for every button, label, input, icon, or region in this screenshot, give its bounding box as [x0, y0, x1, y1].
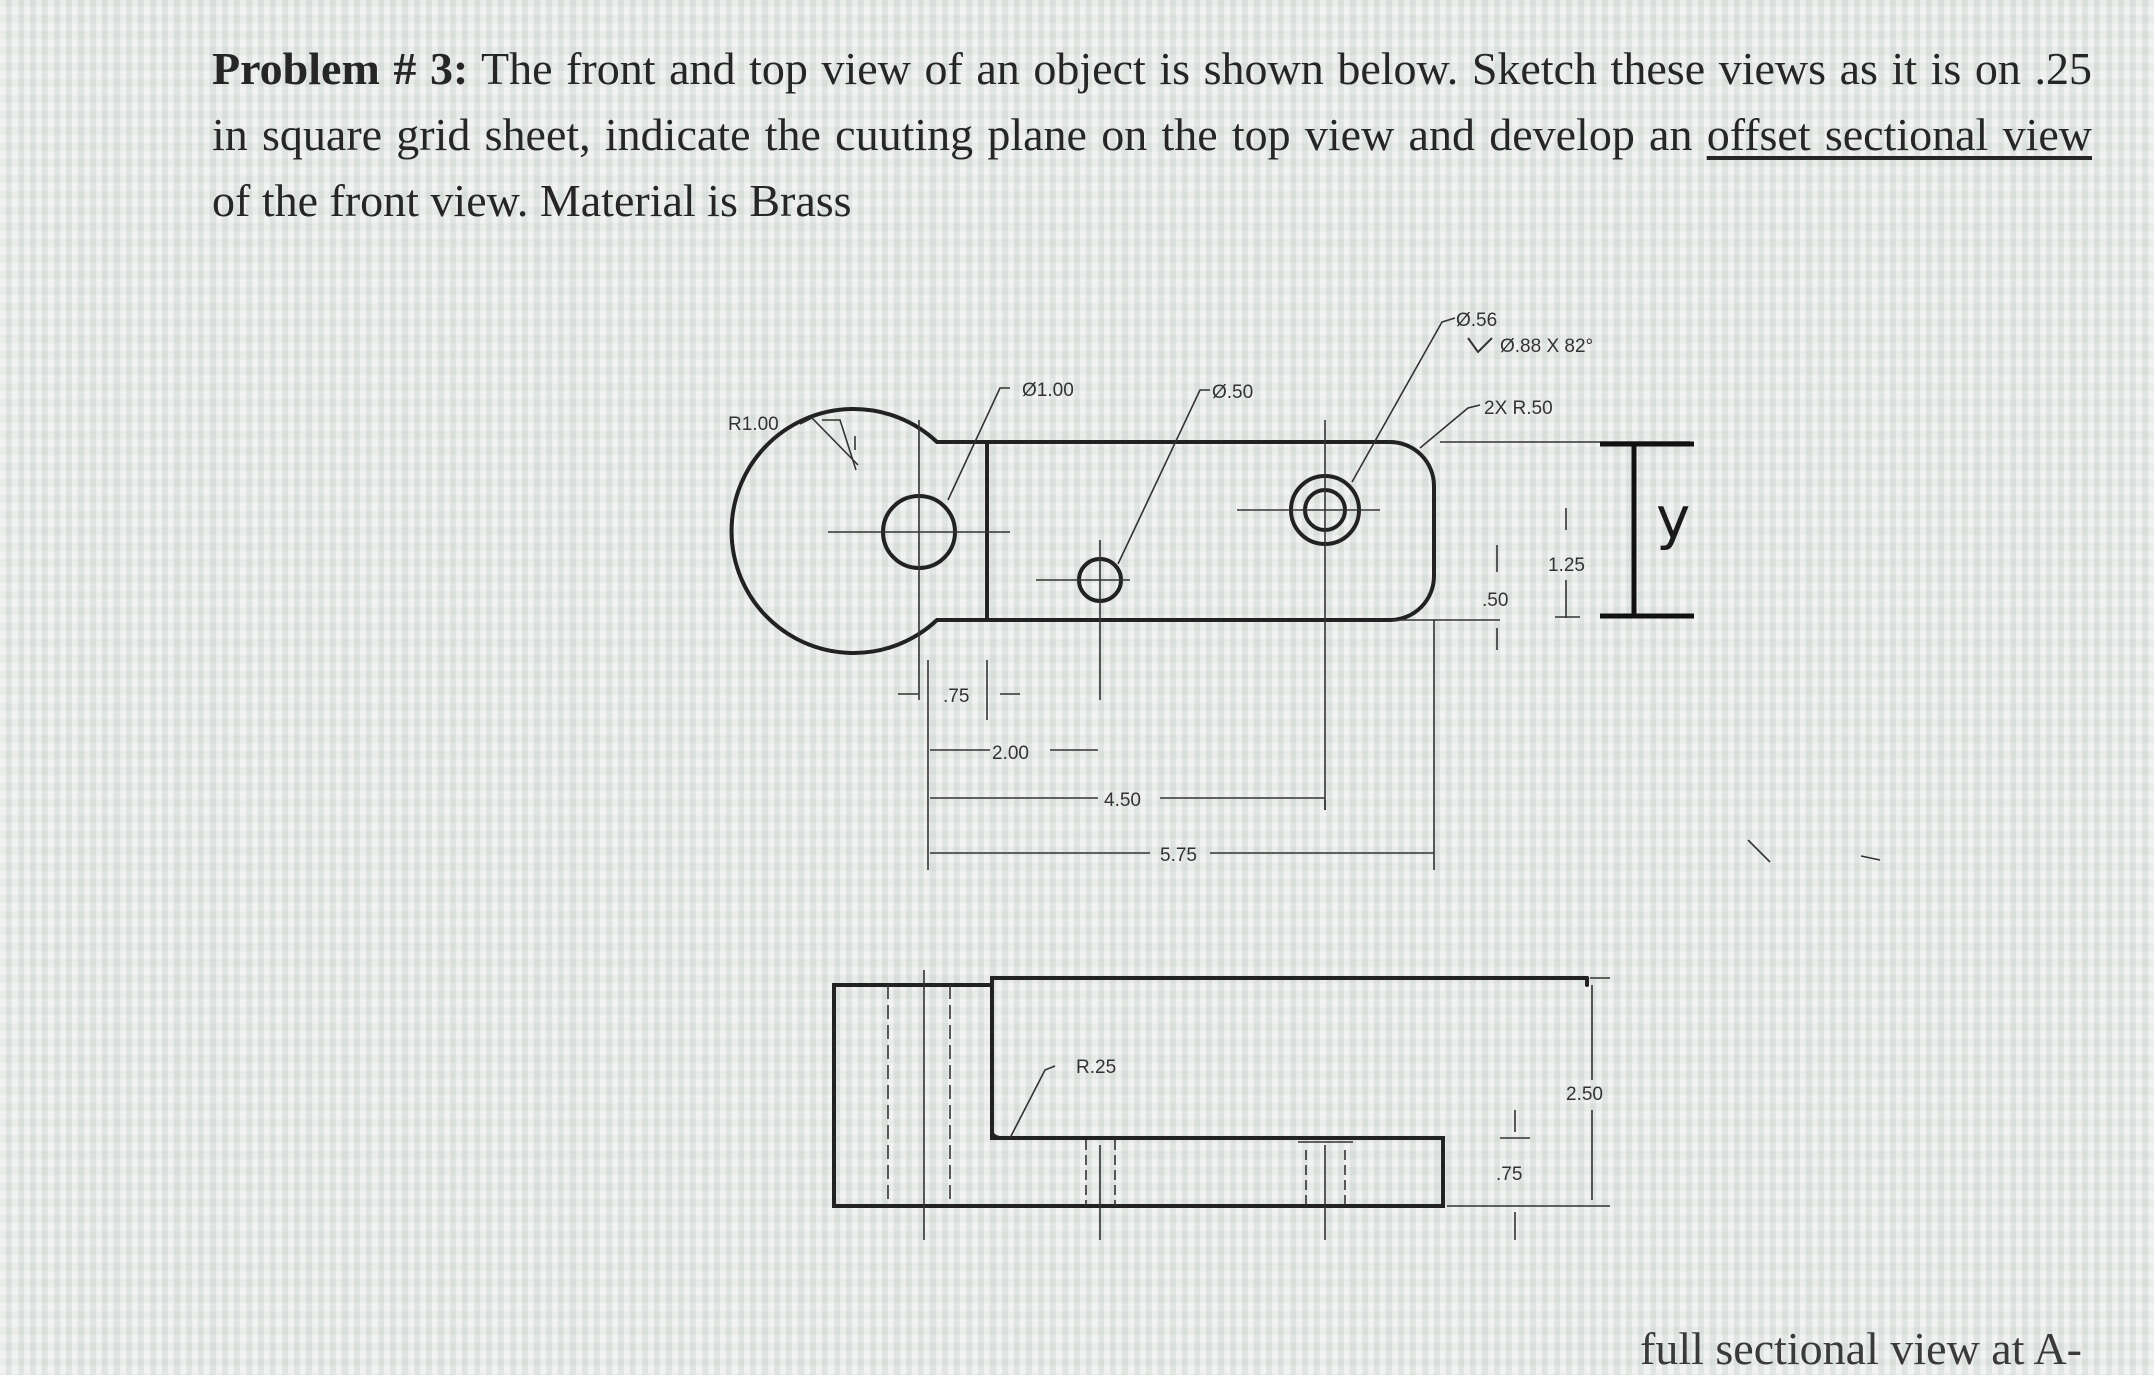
- dim-r25: R.25: [1076, 1057, 1116, 1078]
- dim-d450: 4.50: [1104, 790, 1141, 811]
- problem-statement: Problem # 3: The front and top view of a…: [212, 36, 2092, 234]
- dim-d100: Ø1.00: [1022, 380, 1074, 401]
- front-view-outline: [832, 983, 1445, 1208]
- dim-d050: Ø.50: [1212, 382, 1253, 403]
- handwritten-y: y: [1656, 484, 1690, 552]
- problem-underlined-term: offset sectional view: [1706, 109, 2092, 160]
- dim-d75b: .75: [1496, 1164, 1522, 1185]
- dim-d50: .50: [1482, 590, 1508, 611]
- dim-d056: Ø.56: [1456, 310, 1497, 331]
- dim-d75: .75: [943, 686, 969, 707]
- top-view-outline: [729, 407, 1436, 655]
- partial-next-text: full sectional view at A-: [1640, 1323, 2082, 1374]
- front-view-upper: [990, 976, 1589, 987]
- problem-text: The front and top view of an object is s…: [212, 43, 2092, 160]
- dim-csk: Ø.88 X 82°: [1500, 336, 1593, 357]
- problem-label: Problem # 3:: [212, 43, 469, 94]
- dim-r2x: 2X R.50: [1484, 398, 1553, 419]
- problem-text-end: of the front view. Material is Brass: [212, 175, 852, 226]
- dim-r100: R1.00: [728, 414, 779, 435]
- dim-d200: 2.00: [992, 743, 1029, 764]
- dim-d575: 5.75: [1160, 845, 1197, 866]
- dim-d125: 1.25: [1548, 555, 1585, 576]
- fillet: [991, 1129, 1011, 1139]
- dim-d250: 2.50: [1566, 1084, 1603, 1105]
